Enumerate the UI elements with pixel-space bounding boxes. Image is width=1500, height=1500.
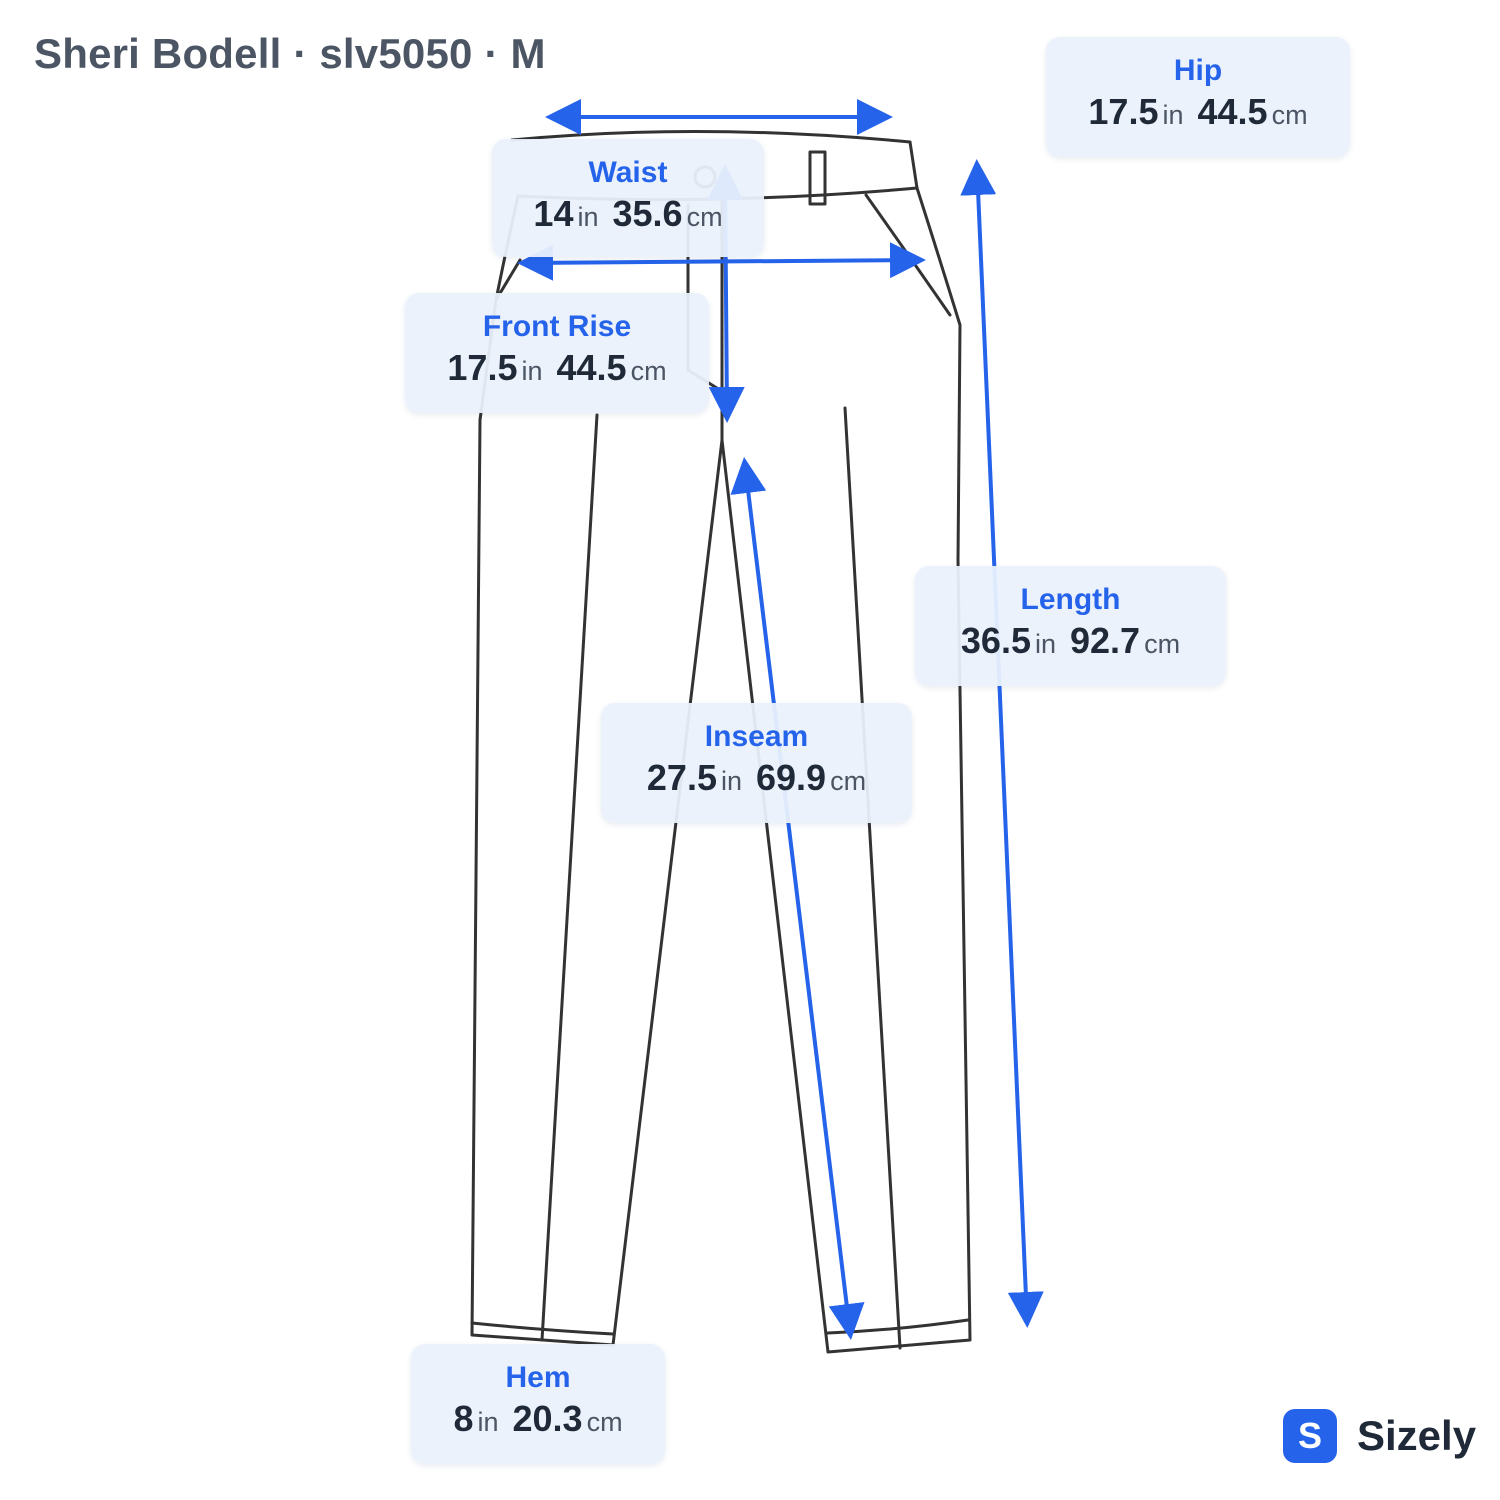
inseam-cm-unit: cm [830,766,867,796]
front-rise-cm: 44.5 [556,347,627,388]
length-cm-unit: cm [1144,629,1181,659]
page-title: Sheri Bodell · slv5050 · M [34,30,546,77]
inseam-inches-unit: in [720,766,742,796]
brand-logo: S Sizely [1283,1409,1476,1463]
inseam-cm: 69.9 [756,757,827,798]
hip-arrow [517,242,926,281]
left-crease [540,413,599,1342]
hip-inches-unit: in [1162,100,1184,130]
length-label: Length [1020,583,1121,616]
belt-loop [808,150,827,206]
inseam-inches: 27.5 [646,757,717,798]
hip-label: Hip [1173,54,1223,87]
waist-label: Waist [588,156,668,189]
length-cm: 92.7 [1070,620,1141,661]
brand-badge-icon: S [1283,1409,1337,1463]
left-cuff [470,1321,615,1336]
hem-inches-unit: in [477,1407,499,1437]
waist-cm: 35.6 [612,193,683,234]
inseam-label: Inseam [704,720,809,753]
outer-seam-right [720,186,972,1354]
front-rise-inches-unit: in [521,356,543,386]
hip-inches: 17.5 [1088,91,1159,132]
hip-cm: 44.5 [1197,91,1268,132]
hem-label: Hem [505,1361,571,1394]
measurement-arrows [517,99,1044,1340]
right-crease [843,406,902,1350]
hem-inches: 8 [453,1398,474,1439]
hip-cm-unit: cm [1271,100,1308,130]
hem-cm-unit: cm [586,1407,623,1437]
waistband-right-edge [908,140,919,190]
length-inches-unit: in [1034,629,1056,659]
brand-name: Sizely [1357,1412,1477,1459]
length-inches: 36.5 [960,620,1031,661]
hem-cm: 20.3 [512,1398,583,1439]
front-rise-inches: 17.5 [447,347,518,388]
length-arrow [960,159,1044,1328]
front-rise-cm-unit: cm [630,356,667,386]
front-rise-label: Front Rise [482,310,632,343]
inseam-arrow [730,457,865,1340]
waist-cm-unit: cm [686,202,723,232]
waist-inches: 14 [533,193,574,234]
waist-inches-unit: in [577,202,599,232]
